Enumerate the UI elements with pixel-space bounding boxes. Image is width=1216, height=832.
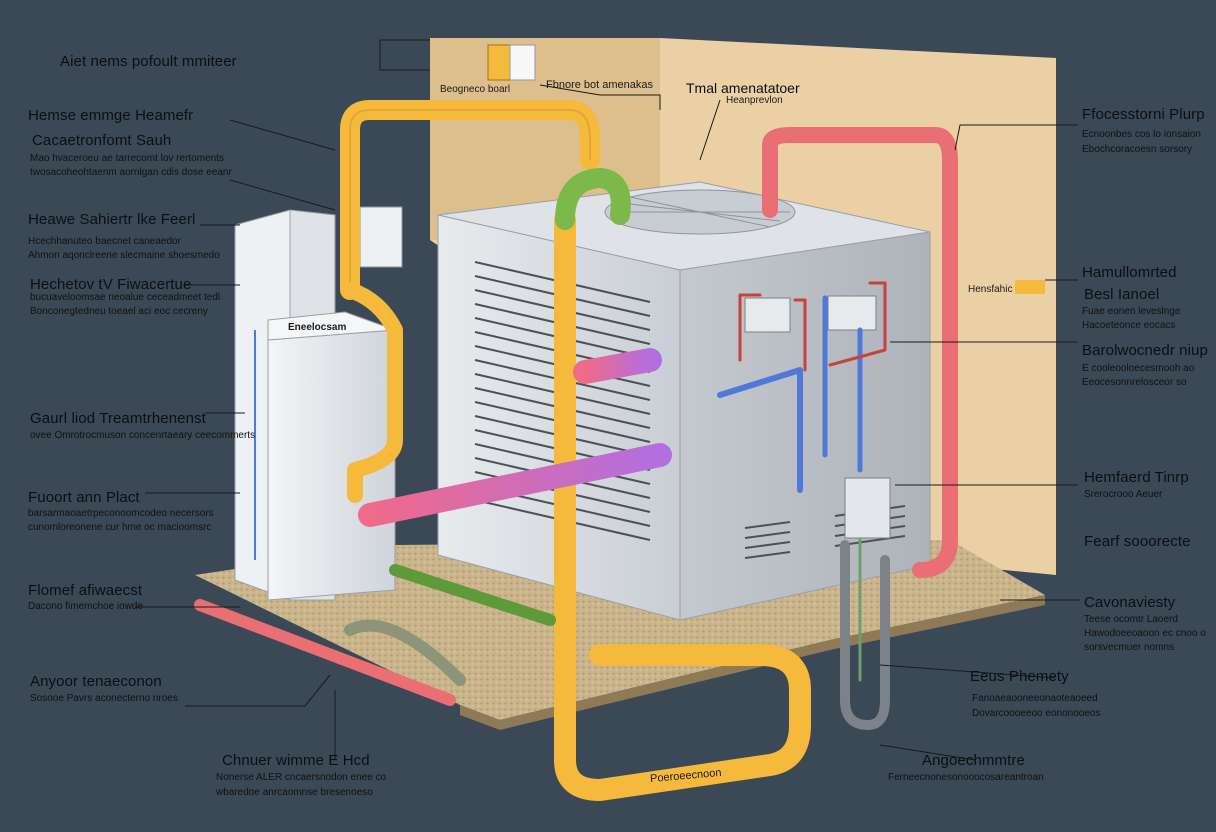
yellow-supply-pipe (340, 100, 600, 300)
bottom-label-0-line-1: wbaredoe anrcaomnse bresenoeso (216, 787, 373, 798)
left-label-4-title: Gaurl liod Treamtrhenenst (30, 410, 206, 427)
right-label-3-line-0: E cooleooloecesmooh ao (1082, 363, 1195, 374)
bottom-label-1-title: Eeus Phemety (970, 668, 1069, 685)
green-pipe (555, 168, 631, 230)
control-box-left (744, 297, 791, 333)
right-label-0-line-1: Ebochcoracoesn sorsory (1082, 144, 1193, 155)
pink-lower-pipe (358, 443, 672, 527)
outdoor-unit (437, 181, 931, 621)
wall-box-tag: Beogneco boarl (440, 84, 511, 95)
bottom-label-1-line-1: Dovarcoooeeoo eononooeos (972, 708, 1101, 719)
left-label-0-title: Hemse emmge Heamefr (28, 107, 194, 124)
center-title-label: Tmal amenatatoer (686, 80, 800, 96)
right-label-2-line-0: Fuae eonen leveslnge (1082, 306, 1181, 317)
left-label-2-line-0: Hcechhanuteo baecnet caneaedor (28, 236, 181, 247)
title-label: Aiet nems pofoult mmiteer (60, 53, 237, 70)
pink-upper-pipe (573, 348, 662, 384)
yellow-tank-pipe (342, 282, 403, 503)
left-label-1-title: Cacaetronfomt Sauh (32, 132, 172, 149)
left-label-7-title: Anyoor tenaeconon (30, 673, 162, 690)
left-label-6-line-0: Dacono fimemchoe iowde (28, 601, 144, 612)
left-label-5-line-0: barsarmaoaetrpeconoomcodeo necersors (28, 508, 214, 519)
yellow-return-pipe (554, 209, 811, 801)
blue-pipe (717, 367, 803, 493)
left-label-1-line-0: Mao hvaceroeu ae tarrecomt lov rertoment… (30, 153, 224, 164)
right-label-6-line-1: Hawodoeeoaoon ec cnoo o (1084, 628, 1206, 639)
red-ground-pipe (194, 599, 456, 706)
right-label-2-title: Besl Ianoel (1084, 286, 1160, 303)
center-sub-label: Heanprevlon (726, 95, 783, 106)
left-label-2-title: Heawe Sahiertr lke Feerl (28, 211, 196, 228)
red-pipe (762, 127, 958, 578)
bottom-label-0-line-0: Nonerse ALER cncaersnodon enee co (216, 772, 387, 783)
left-label-5-title: Fuoort ann Plact (28, 489, 140, 506)
right-label-6-title: Cavonaviesty (1084, 594, 1176, 611)
right-label-3-title: Barolwocnedr niup (1082, 342, 1208, 359)
right-label-0-line-0: Ecnoonbes cos lo ionsaion (1082, 129, 1201, 140)
right-label-2-line-1: Hacoeteonce eocacs (1082, 320, 1176, 331)
left-label-3-title: Hechetov tV Fiwacertue (30, 276, 192, 293)
control-box-right (827, 295, 877, 331)
control-box-bottom (844, 477, 891, 539)
bottom-label-2-title: Angoechmmtre (922, 752, 1025, 769)
left-label-3-line-1: Bonconegtedneu toeael aci eoc cecreny (30, 306, 208, 317)
left-label-2-line-1: Ahmon aqonclreene slecmaine shoesmedo (28, 250, 220, 261)
right-label-1-title: Hamullomrted (1082, 264, 1177, 281)
right-label-6-line-2: sorsvecmuer nomns (1084, 642, 1175, 653)
right-label-0-title: Ffocesstorni Plurp (1082, 106, 1205, 123)
left-label-6-title: Flomef afiwaecst (28, 582, 143, 599)
bottom-label-2-line-0: Ferneecnonesonooocosareantroan (888, 772, 1044, 783)
right-label-6-line-0: Teese ocomtr Laoerd (1084, 614, 1178, 625)
left-label-7-line-0: Sosooe Pavrs aconecterno nroes (30, 693, 178, 704)
left-label-3-line-0: bucuaveloomsae neoalue ceceadmeet tedl (30, 292, 221, 303)
unit-side (679, 231, 931, 621)
right-label-5-title: Fearf sooorecte (1084, 533, 1191, 550)
left-label-5-line-1: cunomloreonene cur hme oc macioomsrc (28, 522, 212, 533)
bottom-label-1-line-0: Fanoaeaooneeonaoteaoeed (972, 693, 1098, 704)
right-label-3-line-1: Eeocesonnrelosceor so (1082, 377, 1187, 388)
right-label-4-title: Hemfaerd Tinrp (1084, 469, 1189, 486)
bottom-label-0-title: Chnuer wimme E Hcd (222, 752, 370, 769)
left-label-1-line-1: twosacoheohtaenm aornlgan cdis dose eean… (30, 167, 232, 178)
control-box-tank (359, 206, 403, 268)
center-left-label: Fbnore bot amenakas (546, 79, 654, 91)
indoor-tank (234, 209, 396, 601)
left-label-4-line-0: ovee Omrotrocmuson concenrtaeary ceecomm… (30, 430, 256, 441)
valve-tag: Hensfahic (968, 284, 1013, 295)
tank-tag: Eneelocsam (288, 322, 347, 333)
right-label-4-line-0: Srerocrooo Aeuer (1084, 489, 1163, 500)
